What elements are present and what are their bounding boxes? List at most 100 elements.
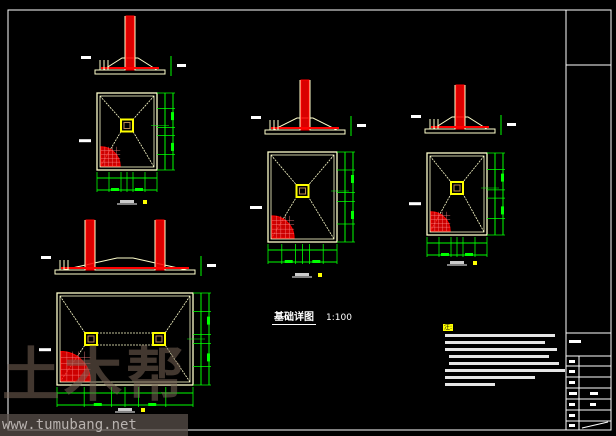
footing-detail-1 [79,15,186,205]
slope-line [308,154,335,186]
rebar-label [39,348,51,352]
column-rebar [125,15,135,71]
title-block-text [569,360,575,363]
drawing-scale: 1:100 [326,313,352,323]
title-block-text [569,340,581,343]
dimension-text [93,403,102,406]
title-block-text [590,403,596,406]
watermark-url: www.tumubang.net [0,414,188,436]
detail-label [120,200,134,203]
detail-marker [318,273,322,277]
detail-marker [473,261,477,265]
title-block-text [569,392,577,395]
footing-inner-outline [270,154,335,240]
column-rebar [300,79,310,131]
rebar-label [409,202,421,206]
footing-base [424,128,496,134]
leader-label [411,115,421,118]
notes-block [445,334,565,386]
note-line [445,341,545,344]
leader-label [81,56,91,59]
slope-line [164,344,191,383]
detail-label [450,261,464,264]
title-block-text [569,381,575,384]
dimension-text [207,353,210,362]
footing-plan [79,92,175,192]
dimension-text [135,188,143,191]
footing-outline [267,151,338,243]
footing-plan [39,292,211,407]
leader-label [41,256,51,259]
elevation-label [507,123,516,126]
elevation-label [357,124,366,127]
slope-line [270,154,297,186]
dimension-text [148,403,157,406]
footing-outline [426,152,488,236]
rebar-hatch [100,146,121,167]
rebar-label [79,139,91,143]
slope-line [132,131,155,168]
dimension-text [351,211,354,219]
title-block-divider [581,421,609,429]
note-line [445,383,495,386]
detail-marker [141,408,145,412]
footing-plan [409,152,505,257]
slope-line [308,196,335,240]
column-rebar [155,219,165,271]
drawing-title-row: 基础详图 1:100 [272,312,352,325]
footing-detail-2 [250,79,366,278]
dimension-text [111,188,119,191]
dimension-text [171,112,174,121]
title-block-text [569,370,575,373]
dimension-text [441,253,449,256]
dimension-text [207,316,210,325]
footing-base [94,69,166,75]
footing-section [251,79,366,136]
slope-line [429,155,452,183]
column-core [453,184,461,192]
rebar-hatch [60,351,91,382]
title-block-text [569,424,575,427]
slope-line [164,295,191,334]
column-plan [120,118,134,133]
watermark-logo: 土木帮 [2,341,189,409]
column-core [123,122,131,129]
note-line [445,334,555,337]
footing-plan [250,151,355,264]
slope-line [99,95,122,120]
footing-section [81,15,186,76]
footing-base [54,269,196,275]
dimension-text [501,206,504,215]
slope-line [462,193,485,233]
dimension-text [351,175,354,183]
elevation-label [207,264,216,267]
column-core [299,187,306,195]
title-block-text [569,403,575,406]
rebar-hatch [271,215,295,239]
column-plan [450,181,464,195]
dimension-text [465,253,473,256]
note-line [449,355,549,358]
slope-line [462,155,485,183]
slope-line [270,196,297,240]
note-line [445,348,557,351]
footing-detail-4 [39,219,216,413]
footing-inner-outline [429,155,485,233]
rebar-label [250,206,262,209]
leader-label [251,116,261,119]
footing-base [264,129,346,135]
dimension-text [284,260,293,263]
dimension-text [501,173,504,182]
title-block-text [590,392,598,395]
detail-label [118,408,132,411]
note-line [445,369,565,372]
detail-label [295,273,309,276]
slope-line [132,95,155,120]
column-plan [295,184,310,198]
title-block-text [569,414,575,417]
column-rebar [85,219,95,271]
slope-line [59,295,86,334]
rebar-hatch [430,211,451,232]
note-line [449,362,559,365]
